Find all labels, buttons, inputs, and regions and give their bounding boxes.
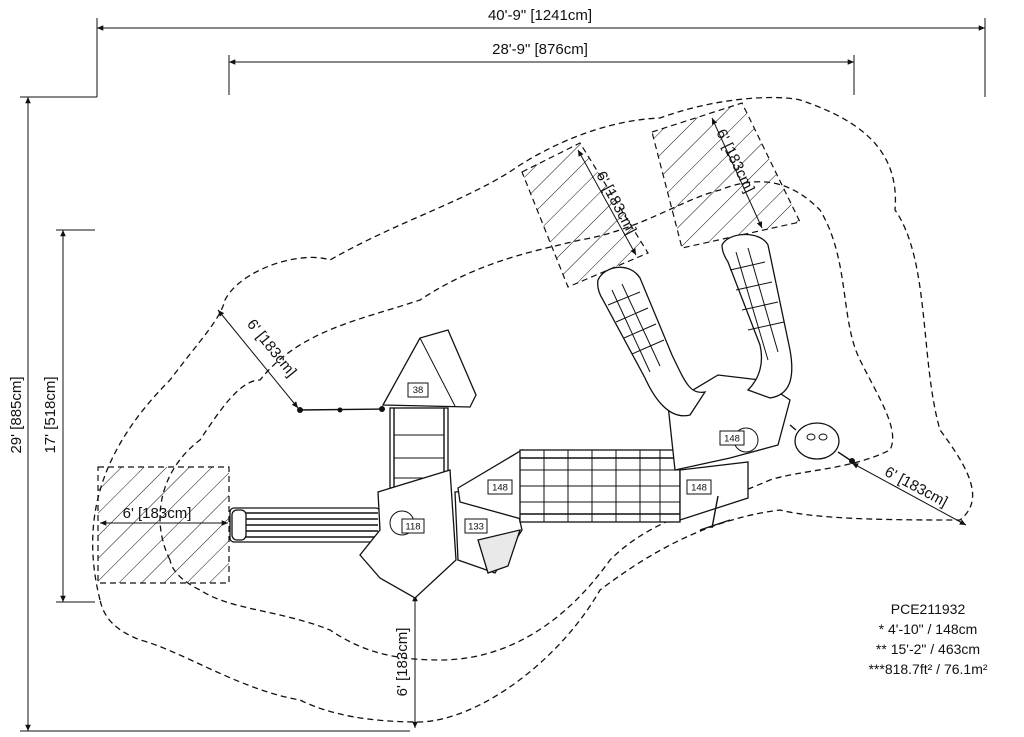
upper-slide-exit-zone-2 [651,102,801,249]
inner-use-zone [159,181,894,661]
right-clearance-dimension: 6' [183cm] [851,462,967,526]
overall-depth-dimension: 29' [885cm] [8,96,410,732]
wavy-slide-2 [721,233,793,399]
net-bridge [519,449,681,523]
spec-height: * 4'-10" / 148cm [879,621,978,637]
deck-tag-148-top: 148 [724,434,740,445]
outer-use-zone [92,96,974,723]
inner-depth-label: 17' [518cm] [42,376,59,453]
inner-width-dimension: 28'-9" [876cm] [228,41,855,95]
rocker-seat [789,422,855,464]
spring-rocker [699,495,731,531]
left-slide-exit-zone [97,466,230,584]
upper-left-clearance-dimension: 6' [183cm] [217,309,300,409]
right-clearance-label: 6' [183cm] [882,463,951,510]
overall-width-dimension: 40'-9" [1241cm] [96,7,986,97]
upper-left-clearance-label: 6' [183cm] [243,316,299,380]
spec-fall: ** 15'-2" / 463cm [876,641,980,657]
wavy-slide-1 [597,266,707,417]
lower-left-deck: 118 [359,469,457,599]
triangle-roof: 38 [381,329,477,408]
left-clearance-dimension: 6' [183cm] [100,505,228,526]
rail-left [297,406,385,413]
deck-tag-118: 118 [405,522,420,533]
spec-block: PCE211932 * 4'-10" / 148cm ** 15'-2" / 4… [868,601,987,677]
model-number: PCE211932 [891,601,966,617]
bottom-clearance-dimension: 6' [183cm] [394,595,418,728]
transfer-step-left: 148 [457,448,526,521]
inner-depth-dimension: 17' [518cm] [42,229,95,603]
overall-depth-label: 29' [885cm] [8,376,25,453]
deck-tag-38: 38 [413,385,424,396]
inner-width-label: 28'-9" [876cm] [492,41,588,58]
left-clearance-label: 6' [183cm] [123,505,192,522]
deck-tag-133: 133 [468,522,484,533]
spec-area: ***818.7ft² / 76.1m² [868,661,987,677]
deck-tag-148-right: 148 [691,483,707,494]
overall-width-label: 40'-9" [1241cm] [488,7,592,24]
bottom-clearance-label: 6' [183cm] [394,628,411,697]
left-slide [229,507,381,543]
deck-tag-148-left: 148 [492,483,508,494]
transfer-step-right: 148 [679,461,749,521]
